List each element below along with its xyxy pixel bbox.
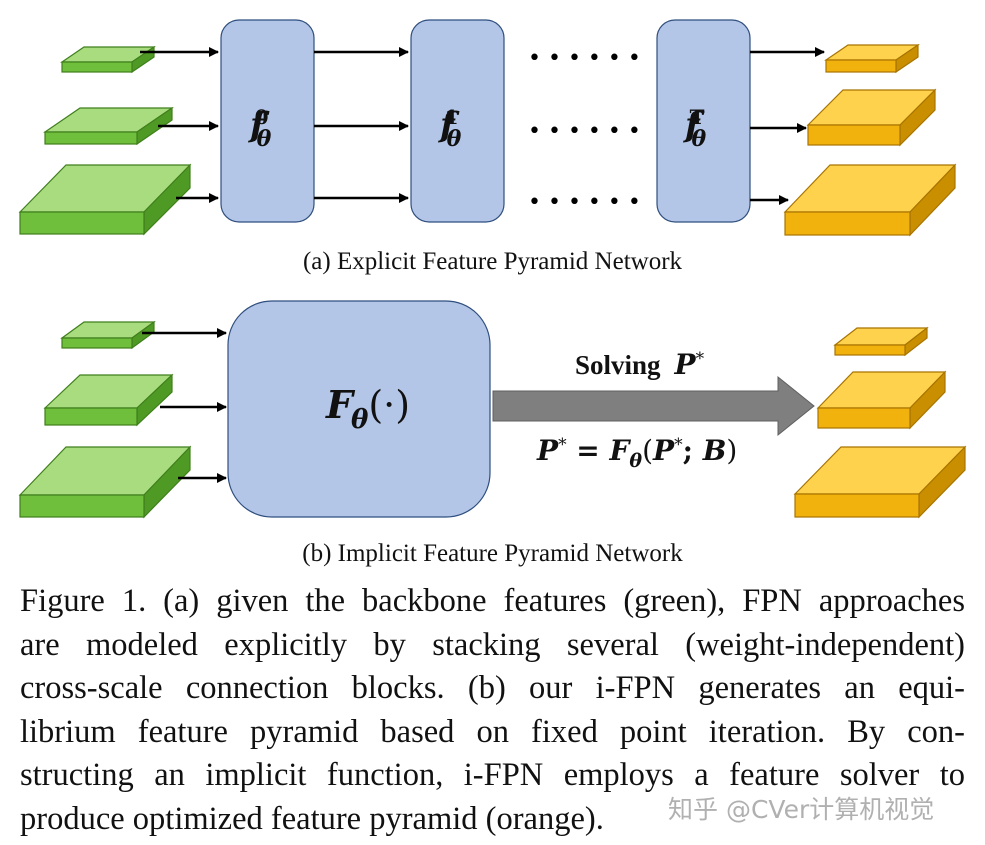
caption-line: cross-scale connection blocks. (b) our i… [20,670,965,707]
implicit-function-label: Fθ(·) [325,382,410,435]
caption-line: structing an implicit function, i-FPN em… [20,757,965,794]
figure-caption: Figure 1. (a) given the backbone feature… [20,580,965,842]
block-f0 [220,19,315,223]
input-feature-level-1 [60,320,156,350]
input-feature-level-2 [43,373,174,427]
caption-line: Figure 1. (a) given the backbone feature… [20,583,965,619]
input-feature-level-3 [18,163,192,236]
output-feature-level-3 [783,163,957,237]
input-feature-level-3 [18,445,192,519]
ellipsis-row-2: • • • • • • [528,119,641,144]
implicit-function-block [227,300,491,518]
watermark: 知乎 @CVer计算机视觉 [668,795,935,824]
input-feature-level-2 [43,106,174,146]
output-feature-level-1 [833,326,929,357]
output-feature-level-1 [824,43,920,74]
equilibrium-equation: P* = Fθ(P*; B) [536,434,737,472]
subtitle-panel-a: (a) Explicit Feature Pyramid Network [302,248,683,275]
solver-arrow [492,375,815,437]
caption-line: produce optimized feature pyramid (orang… [20,800,604,837]
output-feature-level-3 [793,445,967,519]
output-feature-level-2 [816,370,947,430]
ellipsis-row-1: • • • • • • [528,46,641,71]
output-feature-level-2 [806,88,937,147]
subtitle-panel-b: (b) Implicit Feature Pyramid Network [302,540,683,567]
ellipsis-row-3: • • • • • • [528,190,641,215]
caption-line: librium feature pyramid based on fixed p… [20,713,965,750]
block-fT [656,19,751,223]
block-f1 [410,19,505,223]
caption-line: are modeled explicitly by stacking sever… [20,626,965,663]
